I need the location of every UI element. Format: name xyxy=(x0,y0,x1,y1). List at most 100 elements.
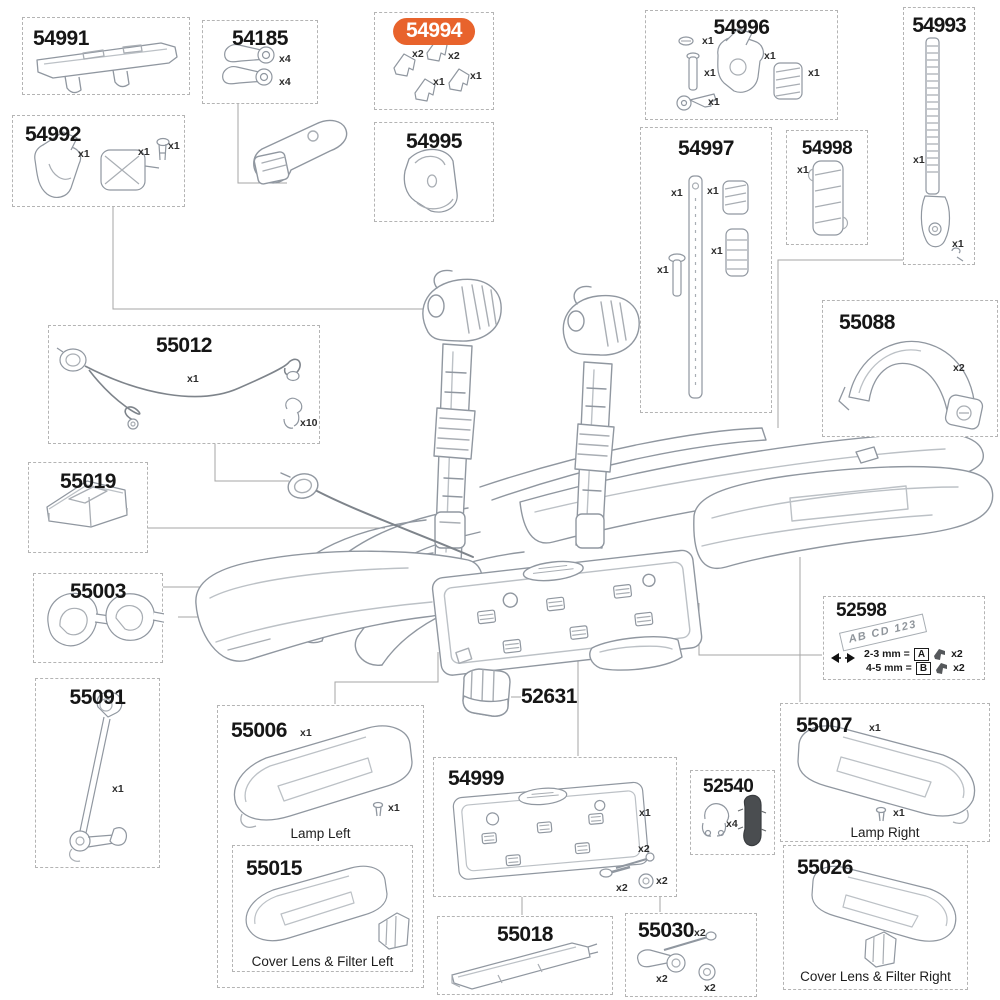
part-number-55026[interactable]: 55026 xyxy=(797,856,853,879)
thickness-arrows-icon xyxy=(831,653,855,663)
part-box-54994: 54994 x2 x2 x1 x1 xyxy=(374,12,494,110)
qty-label: x1 xyxy=(893,807,905,819)
wheel-holder-rod-art xyxy=(68,691,127,862)
bolt-kit-art xyxy=(637,931,717,981)
part-caption-cover-lens-right: Cover Lens & Filter Right xyxy=(800,969,951,984)
plate-clip-icon xyxy=(934,649,946,660)
lamp-right-art xyxy=(797,725,976,824)
part-number-55006[interactable]: 55006 xyxy=(231,719,287,742)
part-number-55007[interactable]: 55007 xyxy=(796,714,852,737)
rail-bracket-art xyxy=(36,42,178,94)
qty-label: x1 xyxy=(671,187,683,199)
part-box-55012: 55012 x1 x10 xyxy=(48,325,320,444)
bracket-52631-art xyxy=(462,668,511,717)
qty-label: x2 xyxy=(656,875,668,887)
part-box-55019: 55019 xyxy=(28,462,148,553)
lock-kit-art xyxy=(676,28,803,111)
qty-label: x2 xyxy=(694,927,706,939)
part-number-54996[interactable]: 54996 xyxy=(713,16,770,39)
qty-label: x1 xyxy=(187,373,199,385)
part-number-54993[interactable]: 54993 xyxy=(912,14,966,37)
part-number-52598[interactable]: 52598 xyxy=(836,600,887,621)
part-box-55007: 55007 x1 x1 Lamp Right xyxy=(780,703,990,842)
qty-label: x1 xyxy=(112,783,124,795)
qty-label: x1 xyxy=(869,722,881,734)
part-number-54999[interactable]: 54999 xyxy=(448,767,504,790)
part-box-52540: 52540 x4 xyxy=(690,770,775,855)
part-number-55003[interactable]: 55003 xyxy=(70,580,126,603)
plug-connector-art xyxy=(280,472,474,558)
qty-label: x1 xyxy=(78,148,90,160)
part-caption-lamp-left: Lamp Left xyxy=(290,826,351,841)
clip-code-a: A xyxy=(913,647,930,661)
qty-label: x2 xyxy=(951,648,963,660)
part-box-55018: 55018 xyxy=(437,916,613,995)
qty-label: x10 xyxy=(300,417,318,429)
claw-parts-art xyxy=(34,131,170,198)
qty-label: x1 xyxy=(300,727,312,739)
lamp-left-art xyxy=(233,725,413,828)
wedge-block-art xyxy=(46,480,128,528)
part-number-54185[interactable]: 54185 xyxy=(232,27,288,50)
part-number-55019[interactable]: 55019 xyxy=(60,470,116,493)
part-number-55012[interactable]: 55012 xyxy=(156,334,212,357)
ratchet-lever-art xyxy=(253,119,348,185)
plate-clip-icon xyxy=(936,663,948,674)
part-number-54991[interactable]: 54991 xyxy=(33,27,89,50)
part-box-52598: 52598 AB CD 123 2-3 mm = A x2 4-5 mm = B… xyxy=(823,596,985,680)
qty-label: x1 xyxy=(797,164,809,176)
part-box-55003: 55003 xyxy=(33,573,164,663)
qty-label: x1 xyxy=(808,67,820,79)
qty-label: x2 xyxy=(953,662,965,674)
part-box-54997: 54997 x1 x1 x1 x1 xyxy=(640,127,772,413)
qty-label: x4 xyxy=(279,76,291,88)
part-number-52540[interactable]: 52540 xyxy=(703,776,754,797)
clip-code-b: B xyxy=(915,661,932,675)
qty-label: x1 xyxy=(433,76,445,88)
cover-lens-right-art xyxy=(811,865,957,968)
qty-label: x1 xyxy=(704,67,716,79)
qty-label: x2 xyxy=(638,843,650,855)
part-number-54998[interactable]: 54998 xyxy=(801,138,853,159)
part-number-55015[interactable]: 55015 xyxy=(246,857,302,880)
cover-shell-art xyxy=(403,148,458,213)
part-box-55026: 55026 Cover Lens & Filter Right xyxy=(783,845,968,990)
part-number-54995[interactable]: 54995 xyxy=(406,130,462,153)
part-number-54994-highlighted[interactable]: 54994 xyxy=(393,18,475,45)
handle-arch-art xyxy=(838,340,984,430)
qty-label: x1 xyxy=(952,238,964,250)
qty-label: x1 xyxy=(657,264,669,276)
thickness-range-label: 2-3 mm = xyxy=(864,648,910,660)
part-number-55091[interactable]: 55091 xyxy=(69,686,126,709)
part-number-55018[interactable]: 55018 xyxy=(497,923,553,946)
part-number-55030[interactable]: 55030 xyxy=(638,919,694,942)
cover-lens-left-art xyxy=(245,865,410,950)
part-box-54185: 54185 x4 x4 xyxy=(202,20,318,104)
qty-label: x1 xyxy=(913,154,925,166)
qty-label: x1 xyxy=(708,96,720,108)
part-box-55091: 55091 x1 xyxy=(35,678,160,868)
part-box-55015: 55015 Cover Lens & Filter Left xyxy=(232,845,413,972)
thickness-range-label: 4-5 mm = xyxy=(866,662,912,674)
frame-mounts-art xyxy=(47,592,164,647)
qty-label: x1 xyxy=(764,50,776,62)
part-caption-lamp-right: Lamp Right xyxy=(850,825,920,840)
qty-label: x1 xyxy=(711,245,723,257)
part-box-54995: 54995 xyxy=(374,122,494,222)
part-box-54991: 54991 xyxy=(22,17,190,95)
part-caption-cover-lens-left: Cover Lens & Filter Left xyxy=(251,954,394,969)
part-number-54992[interactable]: 54992 xyxy=(25,123,81,146)
part-number-55088[interactable]: 55088 xyxy=(839,311,895,334)
qty-label: x2 xyxy=(616,882,628,894)
qty-label: x4 xyxy=(279,53,291,65)
qty-label: x2 xyxy=(412,48,424,60)
part-number-54997[interactable]: 54997 xyxy=(678,137,734,160)
wiring-cable-art xyxy=(56,347,303,430)
qty-label: x4 xyxy=(726,818,738,830)
qty-label: x2 xyxy=(953,362,965,374)
part-box-54996: 54996 x1 x1 x1 x1 x1 xyxy=(645,10,838,120)
clip-and-strap-art xyxy=(701,794,767,847)
part-number-52631[interactable]: 52631 xyxy=(521,685,577,708)
